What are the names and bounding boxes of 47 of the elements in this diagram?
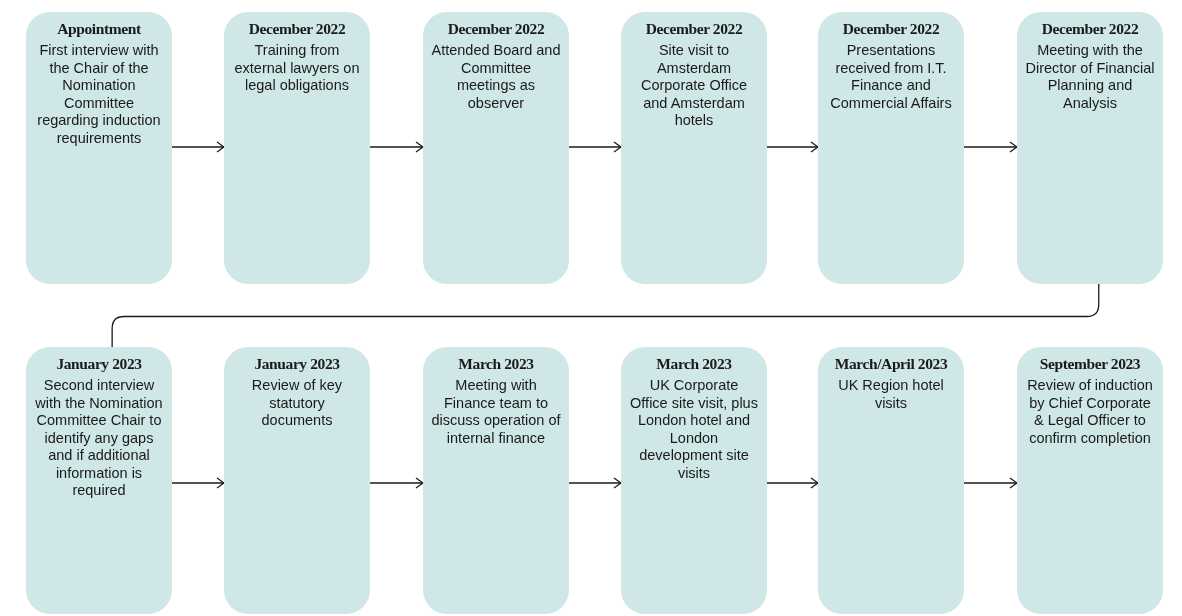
arrow — [369, 141, 424, 153]
step-description: Second interview with the Nomination Committee Chair to identify any gaps and if additional information is required — [34, 377, 164, 500]
arrow — [568, 141, 622, 153]
step-date: March 2023 — [655, 355, 733, 373]
step-date: December 2022 — [644, 20, 744, 38]
step-card — [1017, 347, 1163, 614]
step-card — [26, 347, 172, 614]
step-card — [26, 12, 172, 284]
step-card — [224, 12, 370, 284]
step-card — [1017, 12, 1163, 284]
step-date: March 2023 — [457, 355, 535, 373]
step-description: First interview with the Chair of the Nomination Committee regarding induction requirements — [36, 42, 162, 147]
step-description: Review of key statutory documents — [250, 377, 344, 430]
arrow — [369, 477, 424, 489]
step-date: December 2022 — [446, 20, 546, 38]
arrow — [766, 477, 819, 489]
step-date: March/April 2023 — [833, 355, 949, 373]
step-description: Attended Board and Committee meetings as observer — [431, 42, 561, 112]
step-description: Presentations received from I.T. Finance and Commercial Affairs — [829, 42, 953, 112]
step-description: Meeting with Finance team to discuss operation of internal finance — [431, 377, 561, 447]
step-card — [621, 347, 767, 614]
step-card — [818, 347, 964, 614]
arrow — [963, 141, 1018, 153]
step-description: Meeting with the Director of Financial Planning and Analysis — [1025, 42, 1155, 112]
step-card — [621, 12, 767, 284]
step-date: December 2022 — [247, 20, 347, 38]
step-date: January 2023 — [55, 355, 143, 373]
step-date: September 2023 — [1038, 355, 1142, 373]
arrow — [963, 477, 1018, 489]
step-date: Appointment — [56, 20, 142, 38]
connector-line — [111, 283, 1100, 348]
step-description: Review of induction by Chief Corporate & Legal Officer to confirm completion — [1026, 377, 1154, 447]
arrow — [766, 141, 819, 153]
arrow — [171, 141, 225, 153]
step-card — [423, 347, 569, 614]
step-description: UK Corporate Office site visit, plus London hotel and London development site visits — [629, 377, 759, 482]
step-card — [818, 12, 964, 284]
step-description: Site visit to Amsterdam Corporate Office and Amsterdam hotels — [639, 42, 749, 130]
step-card — [224, 347, 370, 614]
step-description: Training from external lawyers on legal obligations — [233, 42, 361, 95]
step-card — [423, 12, 569, 284]
step-date: December 2022 — [1040, 20, 1140, 38]
step-description: UK Region hotel visits — [837, 377, 945, 412]
arrow — [568, 477, 622, 489]
arrow — [171, 477, 225, 489]
step-date: January 2023 — [253, 355, 341, 373]
step-date: December 2022 — [841, 20, 941, 38]
